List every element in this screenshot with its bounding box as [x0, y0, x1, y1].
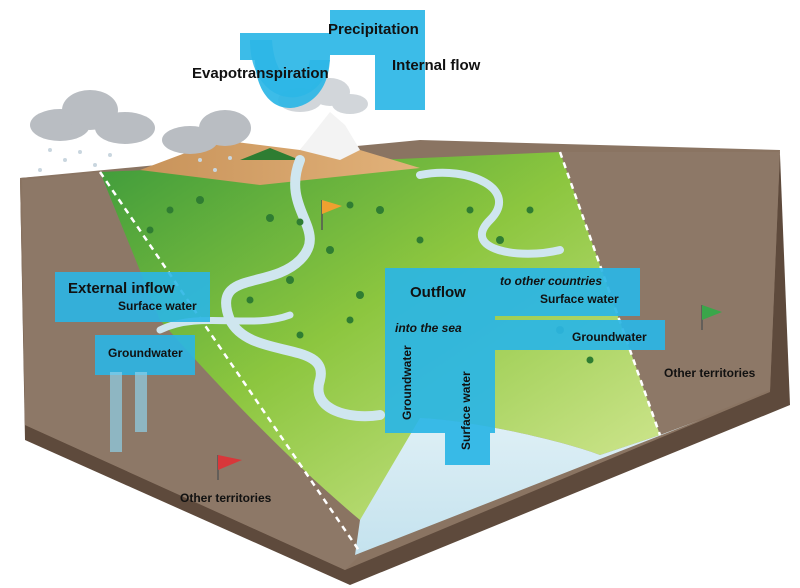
- cloud-left: [30, 90, 251, 154]
- trees: [146, 196, 594, 364]
- river-branch: [416, 168, 564, 258]
- flag-red: [217, 455, 242, 480]
- outflow-label: Outflow: [410, 284, 466, 301]
- outflow-surface-water-label: Surface water: [540, 292, 619, 306]
- flag-green: [701, 305, 722, 330]
- precipitation-label: Precipitation: [328, 21, 419, 38]
- land-area: [100, 152, 660, 520]
- evapotranspiration-arrow: [250, 40, 330, 98]
- external-inflow-arrow: [55, 272, 210, 375]
- external-groundwater-label: Groundwater: [108, 346, 183, 360]
- other-territories-left-label: Other territories: [180, 491, 272, 505]
- sea-area: [355, 418, 700, 555]
- internal-flow-label: Internal flow: [392, 57, 481, 74]
- sea-surface-water-label: Surface water: [459, 371, 473, 450]
- right-territory: [560, 152, 780, 435]
- other-territories-right-label: Other territories: [664, 366, 756, 380]
- river-branch-west: [156, 311, 294, 334]
- external-inflow-label: External inflow: [68, 280, 175, 297]
- flag-orange: [321, 200, 342, 230]
- to-other-countries-label: to other countries: [500, 274, 603, 288]
- outflow-groundwater-label: Groundwater: [572, 330, 647, 344]
- external-surface-water-label: Surface water: [118, 299, 197, 313]
- rain-left: [38, 148, 232, 172]
- evapotranspiration-label: Evapotranspiration: [192, 65, 329, 82]
- outflow-arrow: [385, 268, 665, 465]
- into-the-sea-label: into the sea: [395, 321, 462, 335]
- sea-groundwater-label: Groundwater: [400, 345, 414, 420]
- external-waterfall: [110, 372, 147, 452]
- mountains: [140, 112, 420, 185]
